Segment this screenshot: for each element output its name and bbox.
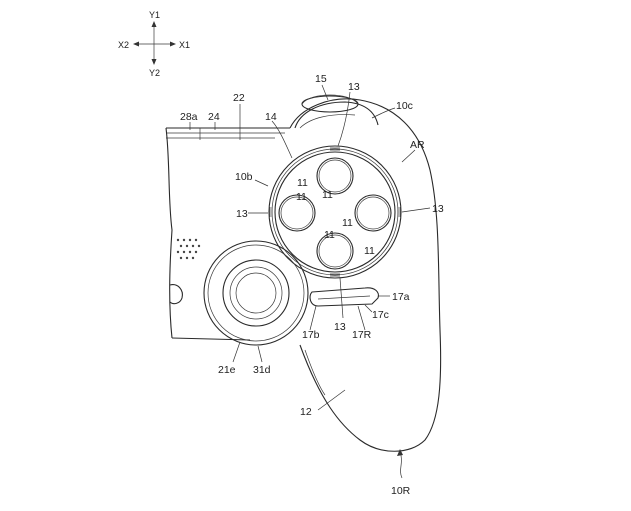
- label-28a: 28a: [180, 111, 198, 123]
- label-17R: 17R: [352, 329, 372, 341]
- label-13-right: 13: [432, 203, 444, 215]
- label-17b: 17b: [302, 329, 320, 341]
- axis-label-x2: X2: [118, 40, 129, 50]
- label-11-center: 11: [322, 189, 333, 201]
- label-11-left: 11: [296, 191, 307, 203]
- label-AR: AR: [410, 139, 425, 151]
- action-button-bottom[interactable]: [316, 232, 354, 270]
- label-13-left: 13: [236, 208, 248, 220]
- side-button-17[interactable]: [309, 287, 379, 307]
- label-17a: 17a: [392, 291, 410, 303]
- thumbstick[interactable]: [203, 240, 309, 346]
- label-11-bottom: 11: [324, 229, 335, 241]
- action-button-top[interactable]: [316, 157, 354, 195]
- arrow-up-icon: [151, 21, 157, 27]
- arrow-down-icon: [151, 59, 157, 65]
- axis-label-y1: Y1: [149, 10, 160, 20]
- label-21e: 21e: [218, 364, 236, 376]
- label-17c: 17c: [372, 309, 389, 321]
- label-24: 24: [208, 111, 220, 123]
- label-31d: 31d: [253, 364, 271, 376]
- label-15: 15: [315, 73, 327, 85]
- label-11-top-left: 11: [297, 177, 308, 189]
- option-button-partial: [169, 284, 183, 305]
- arrow-left-icon: [133, 41, 139, 47]
- speaker-grill: [176, 238, 201, 260]
- axis-label-y2: Y2: [149, 68, 160, 78]
- button-ring-AR: [268, 145, 402, 279]
- right-grip: [289, 94, 442, 452]
- label-10R: 10R: [391, 485, 411, 497]
- arrow-right-icon: [170, 41, 176, 47]
- axis-label-x1: X1: [179, 40, 190, 50]
- label-11-right: 11: [364, 245, 375, 257]
- label-14: 14: [265, 111, 277, 123]
- shoulder-button: [294, 101, 379, 129]
- controller-body: [165, 127, 290, 341]
- label-10c: 10c: [396, 100, 413, 112]
- action-button-left[interactable]: [278, 194, 316, 232]
- label-12: 12: [300, 406, 312, 418]
- leader-lines: [189, 84, 431, 479]
- label-11-top-right: 11: [342, 217, 353, 229]
- label-13-bottom: 13: [334, 321, 346, 333]
- label-22: 22: [233, 92, 245, 104]
- axis-cross: Y1 Y2 X1 X2: [118, 10, 190, 78]
- label-13-top: 13: [348, 81, 360, 93]
- action-button-right[interactable]: [354, 194, 392, 232]
- label-10b: 10b: [235, 171, 253, 183]
